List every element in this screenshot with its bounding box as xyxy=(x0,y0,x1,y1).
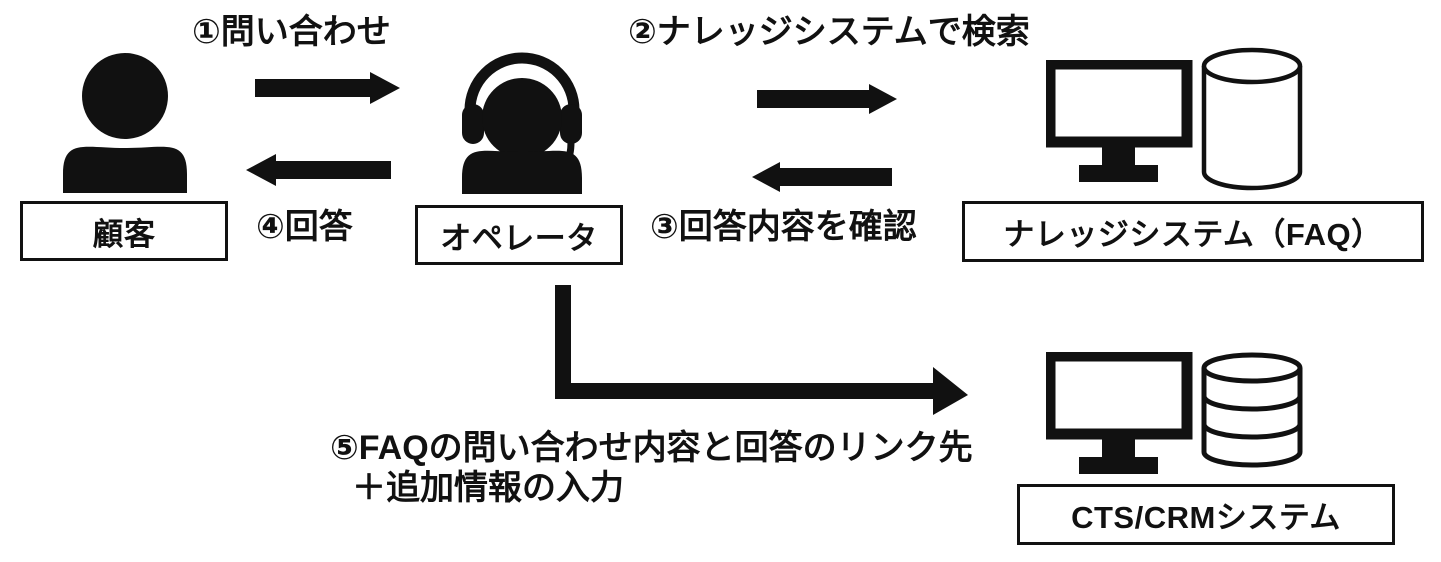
arrow-step-1 xyxy=(255,72,400,104)
node-customer[interactable]: 顧客 xyxy=(20,201,228,261)
step-5-label-line-2: ＋追加情報の入力 xyxy=(352,469,624,508)
arrow-step-5-elbow xyxy=(548,285,968,415)
customer-person-icon xyxy=(55,48,195,193)
node-knowledge-system-label: ナレッジシステム（FAQ） xyxy=(1003,217,1383,252)
step-3-label: ③回答内容を確認 xyxy=(650,208,917,246)
step-5-label: ⑤FAQの問い合わせ内容と回答のリンク先 ＋追加情報の入力 xyxy=(330,428,973,508)
knowledge-database-icon xyxy=(1200,46,1304,192)
arrow-step-4 xyxy=(246,154,391,186)
node-operator[interactable]: オペレータ xyxy=(415,205,623,265)
step-2-label: ②ナレッジシステムで検索 xyxy=(628,13,1030,51)
step-5-label-line-1: ⑤FAQの問い合わせ内容と回答のリンク先 xyxy=(330,429,973,467)
node-customer-label: 顧客 xyxy=(92,216,156,252)
knowledge-monitor-icon xyxy=(1046,60,1194,190)
node-knowledge-system[interactable]: ナレッジシステム（FAQ） xyxy=(962,201,1424,262)
arrow-step-2 xyxy=(757,84,897,114)
crm-monitor-icon xyxy=(1046,352,1194,482)
node-crm-system-label: CTS/CRMシステム xyxy=(1071,500,1341,535)
node-crm-system[interactable]: CTS/CRMシステム xyxy=(1017,484,1395,545)
step-4-label: ④回答 xyxy=(256,208,353,246)
operator-headset-icon xyxy=(452,42,592,194)
crm-stacked-database-icon xyxy=(1200,352,1304,470)
node-operator-label: オペレータ xyxy=(440,220,598,256)
step-1-label: ①問い合わせ xyxy=(192,13,391,51)
arrow-step-3 xyxy=(752,162,892,192)
